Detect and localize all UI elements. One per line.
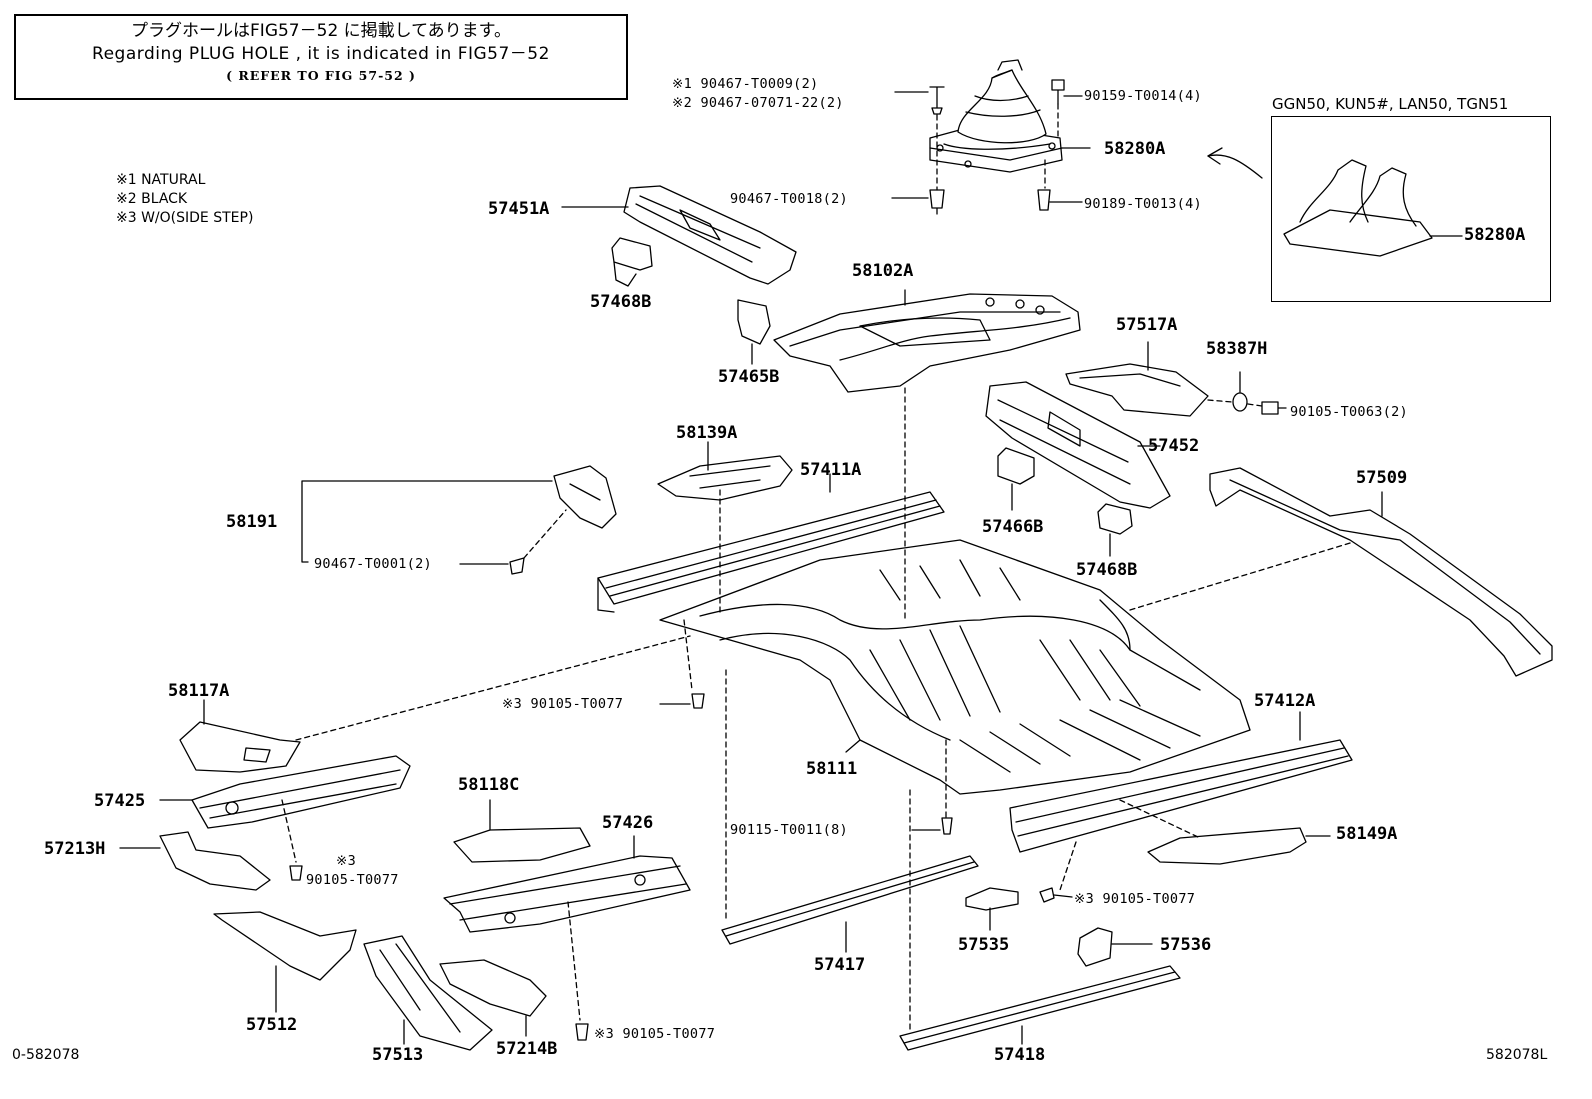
inset-double-boot (1207, 147, 1463, 257)
part-58280A[interactable]: 58280A (1104, 139, 1166, 159)
bracket-57513 (363, 935, 493, 1051)
sill-57411A (597, 473, 945, 613)
rail-57418 (899, 965, 1181, 1051)
bracket-58117A (179, 699, 301, 773)
part-57536[interactable]: 57536 (1160, 935, 1212, 955)
fastener-90115-T0011[interactable]: 90115-T0011(8) (730, 822, 848, 838)
part-58111[interactable]: 58111 (806, 759, 858, 779)
part-57509[interactable]: 57509 (1356, 468, 1408, 488)
bracket-57465B (737, 299, 771, 365)
fastener-90105-T0077-c[interactable]: ※3 90105-T0077 (1074, 891, 1196, 907)
part-57411A[interactable]: 57411A (800, 460, 862, 480)
bracket-57214B (439, 959, 547, 1037)
legend-note-3: ※3 W/O(SIDE STEP) (116, 210, 254, 226)
bracket-57535 (965, 887, 1019, 931)
bracket-57213H (119, 831, 271, 891)
notice-box: プラグホールはFIG57－52 に掲載してあります。 Regarding PLU… (14, 14, 628, 100)
part-57535[interactable]: 57535 (958, 935, 1010, 955)
bracket-57468B-top (611, 237, 653, 287)
bracket-58139A (657, 441, 793, 501)
fastener-90105-T0077-d[interactable]: ※3 90105-T0077 (594, 1026, 716, 1042)
part-58191[interactable]: 58191 (226, 512, 278, 532)
dashed-guides (683, 387, 1077, 1031)
legend-note-1: ※1 NATURAL (116, 172, 206, 188)
inset-models-label: GGN50, KUN5#, LAN50, TGN51 (1272, 95, 1509, 113)
sill-57412A (1009, 711, 1353, 853)
part-57425[interactable]: 57425 (94, 791, 146, 811)
bracket-57451A (561, 185, 797, 285)
fastener-90105-T0077-b[interactable]: 90105-T0077 (306, 872, 399, 888)
part-57214B[interactable]: 57214B (496, 1039, 558, 1059)
footer-figure-id: 0-582078 (12, 1047, 80, 1063)
fastener-90159-T0014[interactable]: 90159-T0014(4) (1084, 88, 1202, 104)
notice-line-en: Regarding PLUG HOLE , it is indicated in… (92, 44, 550, 64)
bracket-58191 (301, 465, 617, 575)
part-57426[interactable]: 57426 (602, 813, 654, 833)
part-58118C[interactable]: 58118C (458, 775, 520, 795)
member-57425 (159, 755, 411, 881)
floor-pan-58111 (295, 539, 1361, 795)
part-57468B-mid[interactable]: 57468B (1076, 560, 1138, 580)
part-58387H[interactable]: 58387H (1206, 339, 1268, 359)
fastener-90467-07071-22[interactable]: ※2 90467-07071-22(2) (672, 95, 844, 111)
notice-line-jp: プラグホールはFIG57－52 に掲載してあります。 (131, 21, 511, 41)
part-57513[interactable]: 57513 (372, 1045, 424, 1065)
part-57512[interactable]: 57512 (246, 1015, 298, 1035)
part-58280A-inset[interactable]: 58280A (1464, 225, 1526, 245)
part-57465B[interactable]: 57465B (718, 367, 780, 387)
bolts (659, 693, 1073, 903)
inset-box (1271, 116, 1551, 302)
part-57451A[interactable]: 57451A (488, 199, 550, 219)
bracket-58118C (453, 799, 591, 863)
part-58149A[interactable]: 58149A (1336, 824, 1398, 844)
notice-refer: ( REFER TO FIG 57-52 ) (226, 68, 416, 83)
legend-note-2: ※2 BLACK (116, 191, 188, 207)
bracket-57512 (213, 911, 357, 1013)
part-58102A[interactable]: 58102A (852, 261, 914, 281)
part-57213H[interactable]: 57213H (44, 839, 106, 859)
clip-fasteners (891, 79, 1091, 215)
part-57466B[interactable]: 57466B (982, 517, 1044, 537)
bracket-57536 (1077, 927, 1153, 967)
part-57417[interactable]: 57417 (814, 955, 866, 975)
part-58139A[interactable]: 58139A (676, 423, 738, 443)
fastener-90467-T0018[interactable]: 90467-T0018(2) (730, 191, 848, 207)
shift-boot-part (929, 59, 1063, 173)
part-57452[interactable]: 57452 (1148, 436, 1200, 456)
fastener-90467-T0001[interactable]: 90467-T0001(2) (314, 556, 432, 572)
bracket-58149A (1119, 799, 1331, 865)
fastener-90467-T0009[interactable]: ※1 90467-T0009(2) (672, 76, 819, 92)
fastener-90105-T0077-a[interactable]: ※3 90105-T0077 (502, 696, 624, 712)
member-57426 (443, 835, 691, 1041)
part-58117A[interactable]: 58117A (168, 681, 230, 701)
part-57412A[interactable]: 57412A (1254, 691, 1316, 711)
part-57517A[interactable]: 57517A (1116, 315, 1178, 335)
fastener-90189-T0013[interactable]: 90189-T0013(4) (1084, 196, 1202, 212)
rail-57417 (721, 855, 979, 953)
fastener-note-mark: ※3 (336, 853, 357, 869)
part-57468B-top[interactable]: 57468B (590, 292, 652, 312)
bracket-57466B (997, 447, 1035, 511)
rail-57509 (1209, 467, 1553, 677)
washer-and-bolt (1207, 371, 1287, 415)
bracket-57517A (1065, 341, 1209, 417)
footer-illustration-id: 582078L (1486, 1047, 1548, 1063)
bracket-57468B-mid (1097, 503, 1133, 557)
part-57418[interactable]: 57418 (994, 1045, 1046, 1065)
bracket-57452 (985, 381, 1171, 509)
crossmember-58102A (773, 289, 1081, 393)
fastener-90105-T0063[interactable]: 90105-T0063(2) (1290, 404, 1408, 420)
